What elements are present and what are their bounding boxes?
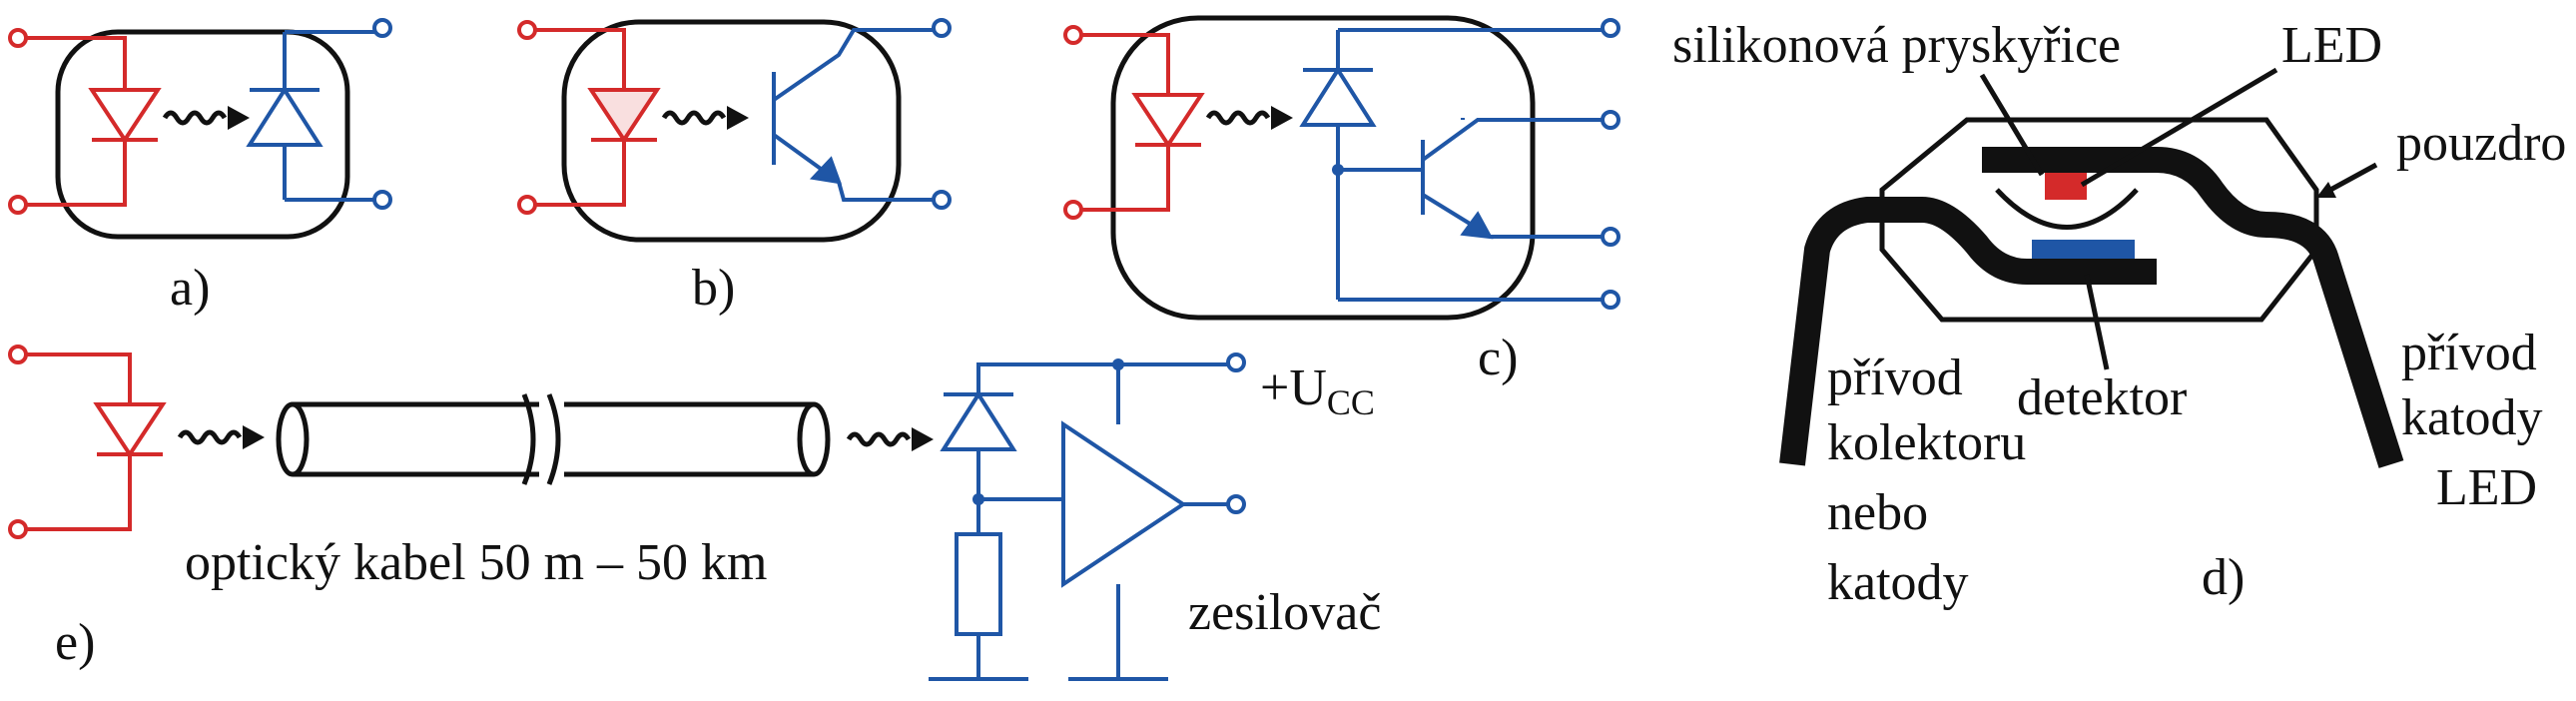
label-d: d) bbox=[2202, 549, 2245, 606]
detector-label: detektor bbox=[2017, 369, 2187, 426]
led-b bbox=[517, 20, 661, 215]
light-arrow-icon-b bbox=[661, 110, 727, 126]
amplifier-label: zesilovač bbox=[1188, 584, 1381, 641]
receiver-photodiode bbox=[940, 352, 1246, 534]
lead-led-cathode bbox=[1982, 147, 2404, 468]
panel-c: c) bbox=[1063, 15, 1620, 386]
pointer-resin bbox=[1979, 73, 2045, 177]
lead-collector-label-4: katody bbox=[1827, 554, 1969, 611]
amplifier bbox=[978, 364, 1246, 681]
lead-cathode-label-3: LED bbox=[2436, 459, 2537, 516]
lead-cathode-label-1: přívod bbox=[2401, 325, 2537, 381]
led-c bbox=[1063, 25, 1205, 220]
ucc-label: +UCC bbox=[1260, 359, 1375, 422]
resin-label: silikonová pryskyřice bbox=[1672, 17, 2121, 74]
light-arrow-icon-c bbox=[1205, 110, 1271, 126]
label-e: e) bbox=[55, 614, 95, 671]
light-arrow-icon-e-out bbox=[846, 431, 912, 447]
panel-e: +UCC optický kabel 50 m – 50 km zesilova… bbox=[8, 345, 1381, 681]
led-chip bbox=[2045, 168, 2087, 200]
panel-a: a) bbox=[8, 18, 392, 317]
pointer-led bbox=[2080, 67, 2278, 188]
pointer-detector bbox=[2084, 274, 2110, 370]
panel-b: b) bbox=[517, 18, 952, 317]
led-a bbox=[8, 28, 162, 215]
led-e bbox=[8, 345, 167, 539]
label-c: c) bbox=[1478, 330, 1518, 386]
led-label: LED bbox=[2281, 17, 2382, 74]
panel-d: silikonová pryskyřice LED pouzdro detekt… bbox=[1672, 17, 2566, 611]
light-arrow-icon-e-in bbox=[177, 429, 243, 445]
coupler-housing-a bbox=[55, 29, 350, 240]
photodiode-c bbox=[1299, 18, 1620, 300]
housing-label: pouzdro bbox=[2396, 115, 2566, 172]
light-arrow-icon-a bbox=[162, 110, 228, 126]
coupler-housing-b bbox=[561, 19, 902, 243]
lead-collector-label-3: nebo bbox=[1827, 484, 1928, 541]
lead-collector bbox=[1779, 197, 2157, 466]
cable-label: optický kabel 50 m – 50 km bbox=[185, 534, 767, 591]
lead-collector-label-2: kolektoru bbox=[1827, 414, 2026, 471]
optical-cable bbox=[276, 393, 831, 485]
phototransistor-b bbox=[772, 18, 952, 210]
silicone-resin bbox=[1995, 188, 2139, 230]
lead-collector-label-1: přívod bbox=[1827, 350, 1963, 406]
label-b: b) bbox=[692, 260, 735, 317]
label-a: a) bbox=[170, 260, 210, 317]
transistor-c bbox=[1338, 110, 1620, 310]
lead-cathode-label-2: katody bbox=[2401, 389, 2543, 446]
coupler-housing-c bbox=[1110, 15, 1536, 321]
load-resistor bbox=[929, 532, 1028, 681]
photodiode-a bbox=[246, 18, 392, 210]
